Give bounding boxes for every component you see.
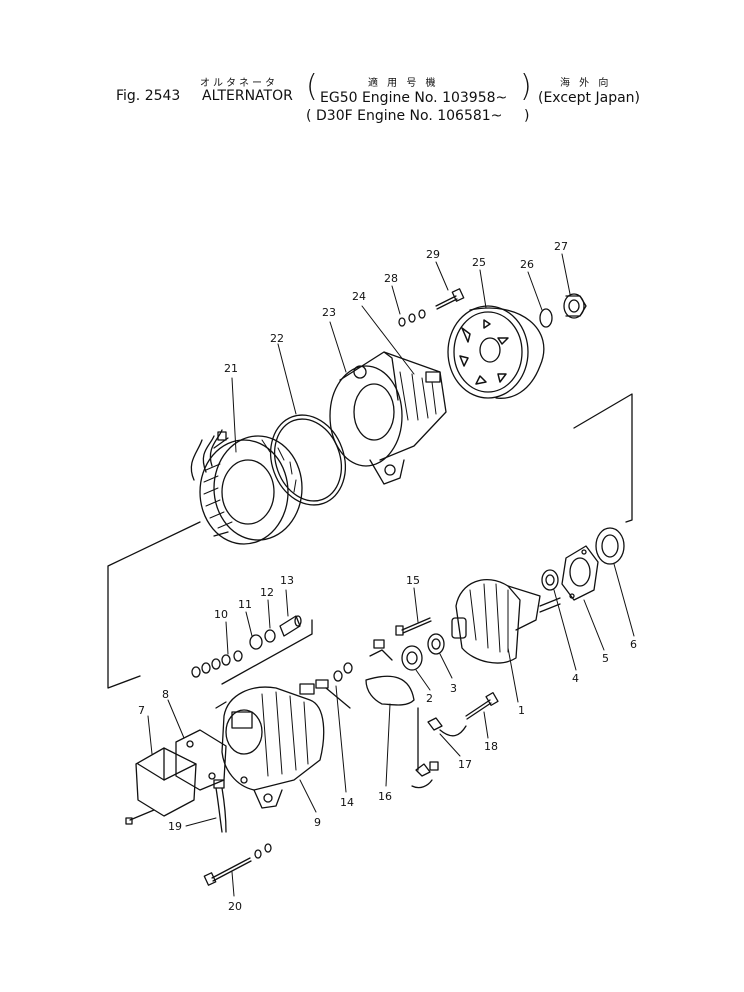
- callout-20: 20: [228, 900, 242, 913]
- callout-2: 2: [426, 692, 433, 705]
- regulator: [135, 747, 197, 817]
- pulley-nut: [563, 293, 587, 319]
- o-ring: [270, 414, 346, 506]
- front-housing: [329, 351, 447, 485]
- callout-4: 4: [572, 672, 579, 685]
- region-label: (Except Japan): [538, 90, 640, 106]
- callout-19: 19: [168, 820, 182, 833]
- figure-title: ALTERNATOR: [202, 88, 293, 104]
- callout-11: 11: [238, 598, 252, 611]
- applicable-label-japanese: 適 用 号 機: [368, 78, 439, 89]
- washer-set-top: [398, 309, 426, 327]
- callout-5: 5: [602, 652, 609, 665]
- callout-25: 25: [472, 256, 486, 269]
- figure-number: Fig. 2543: [116, 88, 181, 104]
- rotor: [451, 578, 561, 664]
- callout-23: 23: [322, 306, 336, 319]
- callout-1: 1: [518, 704, 525, 717]
- terminal-lead: [125, 776, 248, 833]
- rear-bearing: [401, 645, 423, 671]
- callout-29: 29: [426, 248, 440, 261]
- callout-12: 12: [260, 586, 274, 599]
- snap-ring: [539, 308, 553, 328]
- callout-13: 13: [280, 574, 294, 587]
- screw-15: [395, 617, 432, 636]
- washer-12: [264, 629, 276, 643]
- stator: [190, 429, 303, 545]
- callout-numbers: 1 2 3 4 5 6 7 8 9 10 11 12 13 14 15 16 1…: [138, 240, 637, 913]
- front-bearing: [595, 527, 625, 565]
- pulley-fan: [447, 305, 545, 399]
- region-label-japanese: 海 外 向: [560, 78, 612, 89]
- callout-22: 22: [270, 332, 284, 345]
- header-paren-open: (: [306, 69, 318, 104]
- bolt-18: [465, 692, 499, 720]
- header-paren-close: ): [520, 69, 532, 104]
- callout-8: 8: [162, 688, 169, 701]
- brush-holder-bracket: [365, 639, 433, 789]
- callout-14: 14: [340, 796, 354, 809]
- callout-28: 28: [384, 272, 398, 285]
- title-japanese: オルタネータ: [200, 78, 278, 89]
- regulator-gasket: [175, 729, 227, 791]
- callout-21: 21: [224, 362, 238, 375]
- bearing-spacer: [427, 633, 445, 655]
- callout-6: 6: [630, 638, 637, 651]
- callout-10: 10: [214, 608, 228, 621]
- assembly-bracket-lines: [107, 393, 633, 709]
- callout-26: 26: [520, 258, 534, 271]
- engine-line-2-open: (: [306, 108, 312, 124]
- callout-7: 7: [138, 704, 145, 717]
- engine-line-1: EG50 Engine No. 103958~: [320, 90, 508, 106]
- engine-line-2: D30F Engine No. 106581~: [316, 108, 503, 124]
- rear-housing: [221, 679, 329, 809]
- engine-line-2-close: ): [524, 108, 530, 124]
- callout-17: 17: [458, 758, 472, 771]
- callout-27: 27: [554, 240, 568, 253]
- through-bolt-top: [435, 288, 465, 310]
- callout-18: 18: [484, 740, 498, 753]
- leader-lines: [147, 253, 635, 897]
- callout-3: 3: [450, 682, 457, 695]
- brush-holder: [325, 662, 353, 709]
- callout-24: 24: [352, 290, 366, 303]
- front-spacer: [541, 569, 559, 591]
- callout-9: 9: [314, 816, 321, 829]
- callout-16: 16: [378, 790, 392, 803]
- callout-15: 15: [406, 574, 420, 587]
- bearing-retainer-plate: [561, 545, 599, 601]
- washer-set-rear: [191, 650, 243, 678]
- through-bolt-bottom: [203, 843, 272, 886]
- washer-11: [249, 634, 263, 650]
- wire-clip: [427, 717, 467, 771]
- insulator-sleeve: [279, 615, 302, 637]
